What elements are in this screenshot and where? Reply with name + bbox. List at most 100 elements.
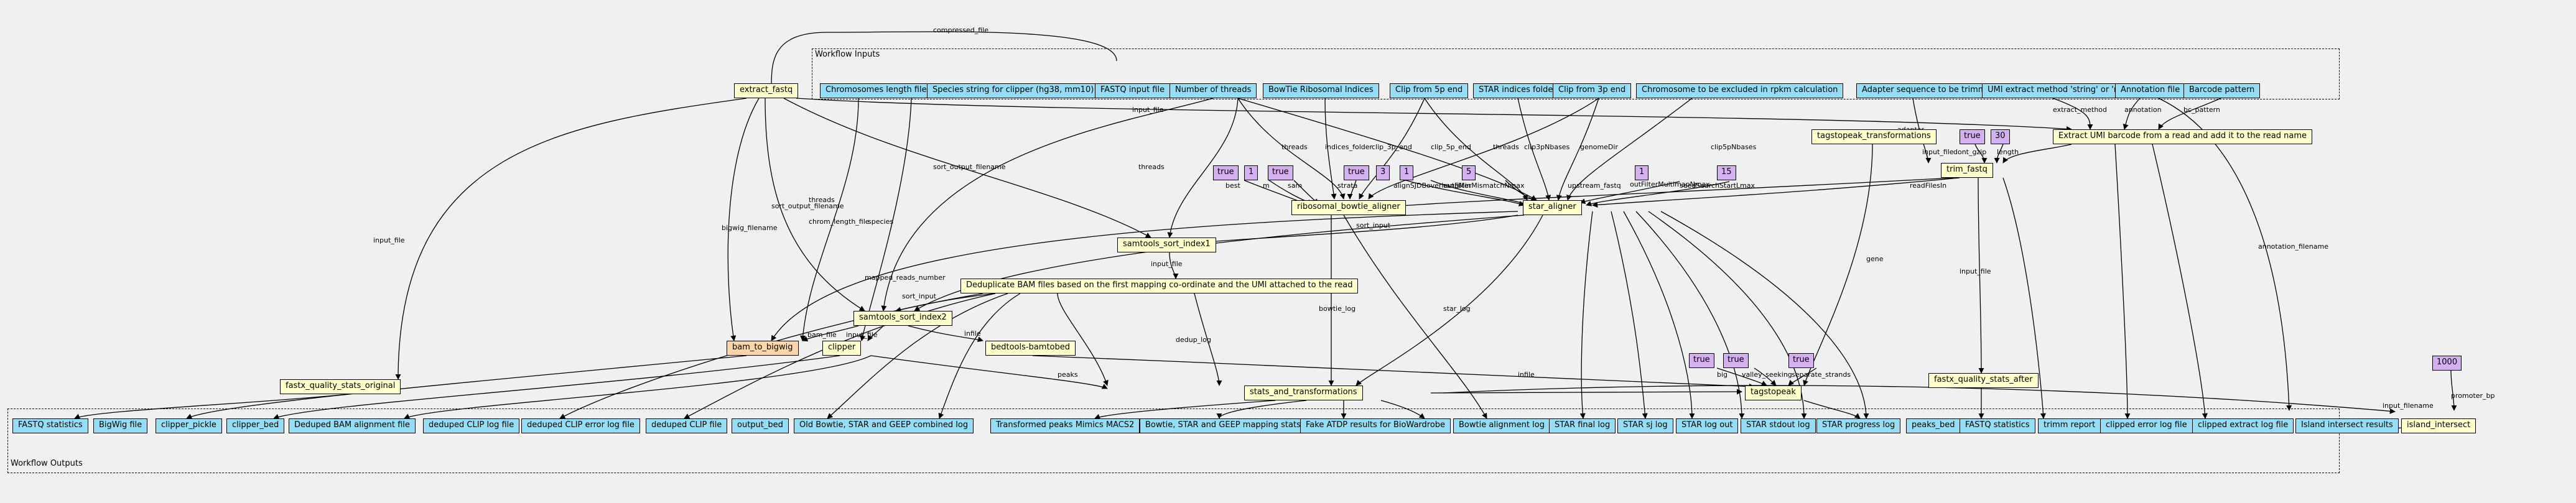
output-clipper-bed[interactable]: clipper_bed bbox=[226, 418, 285, 433]
output-fastq-statistics-after[interactable]: FASTQ statistics bbox=[1960, 418, 2035, 433]
svg-text:threads: threads bbox=[1281, 143, 1308, 151]
output-transformed-peaks[interactable]: Transformed peaks Mimics MACS2 bbox=[990, 418, 1140, 433]
svg-text:bc_pattern: bc_pattern bbox=[2183, 106, 2220, 114]
step-tagstopeak-transformations[interactable]: tagstopeak_transformations bbox=[1811, 129, 1937, 144]
svg-text:clip5pNbases: clip5pNbases bbox=[1711, 143, 1757, 151]
svg-text:indices_folder: indices_folder bbox=[1325, 143, 1373, 151]
output-clipped-error-log[interactable]: clipped error log file bbox=[2100, 418, 2193, 433]
svg-text:promoter_bp: promoter_bp bbox=[2451, 392, 2495, 400]
step-dedup[interactable]: Deduplicate BAM files based on the first… bbox=[960, 279, 1359, 293]
value-star-1b: 1 bbox=[1635, 165, 1649, 180]
value-star-5: 5 bbox=[1462, 165, 1476, 180]
value-umi-true: true bbox=[1960, 129, 1985, 144]
input-chromosomes-length[interactable]: Chromosomes length file bbox=[820, 83, 932, 98]
input-species[interactable]: Species string for clipper (hg38, mm10) bbox=[927, 83, 1100, 98]
step-clipper[interactable]: clipper bbox=[822, 341, 862, 356]
svg-text:clip3pNbases: clip3pNbases bbox=[1524, 143, 1570, 151]
svg-text:genomeDir: genomeDir bbox=[1580, 143, 1618, 151]
svg-text:sort_input: sort_input bbox=[902, 292, 937, 300]
output-clipper-pickle[interactable]: clipper_pickle bbox=[156, 418, 222, 433]
output-star-stdout-log[interactable]: STAR stdout log bbox=[1741, 418, 1816, 433]
svg-text:alignSJDBoverhangMin: alignSJDBoverhangMin bbox=[1393, 182, 1471, 190]
step-stats-and-transformations[interactable]: stats_and_transformations bbox=[1244, 385, 1363, 400]
svg-text:threads: threads bbox=[1493, 143, 1519, 151]
output-clipped-extract-log[interactable]: clipped extract log file bbox=[2192, 418, 2294, 433]
svg-text:annotation: annotation bbox=[2124, 106, 2162, 114]
input-threads[interactable]: Number of threads bbox=[1169, 83, 1257, 98]
input-star-indices[interactable]: STAR indices folder bbox=[1473, 83, 1562, 98]
step-fastx-quality-stats-original[interactable]: fastx_quality_stats_original bbox=[280, 379, 401, 394]
svg-text:input_filename: input_filename bbox=[2383, 402, 2434, 410]
output-deduped-clip-file[interactable]: deduped CLIP file bbox=[646, 418, 728, 433]
value-star-15: 15 bbox=[1717, 165, 1736, 180]
svg-text:threads: threads bbox=[1138, 163, 1165, 171]
svg-text:input_file: input_file bbox=[1960, 267, 1991, 275]
output-deduped-clip-log[interactable]: deduped CLIP log file bbox=[423, 418, 520, 433]
output-island-intersect-results[interactable]: Island intersect results bbox=[2295, 418, 2399, 433]
output-bigwig[interactable]: BigWig file bbox=[93, 418, 148, 433]
step-island-intersect[interactable]: island_intersect bbox=[2401, 418, 2476, 433]
step-bedtools-bamtobed[interactable]: bedtools-bamtobed bbox=[985, 341, 1076, 356]
edge-extract-umi bbox=[796, 98, 2072, 132]
output-star-final-log[interactable]: STAR final log bbox=[1549, 418, 1616, 433]
svg-text:mapped_reads_number: mapped_reads_number bbox=[865, 274, 946, 282]
input-barcode[interactable]: Barcode pattern bbox=[2183, 83, 2261, 98]
svg-text:peaks: peaks bbox=[1058, 371, 1078, 379]
step-star-aligner[interactable]: star_aligner bbox=[1523, 200, 1582, 215]
svg-text:input_file: input_file bbox=[846, 331, 878, 339]
step-ribosomal-bowtie-aligner[interactable]: ribosomal_bowtie_aligner bbox=[1291, 200, 1406, 215]
value-star-true: true bbox=[1344, 165, 1369, 180]
input-clip-3p[interactable]: Clip from 3p end bbox=[1553, 83, 1632, 98]
output-fastq-statistics-original[interactable]: FASTQ statistics bbox=[12, 418, 88, 433]
output-deduped-bam[interactable]: Deduped BAM alignment file bbox=[289, 418, 416, 433]
svg-text:dont_gzip: dont_gzip bbox=[1953, 148, 1986, 156]
svg-text:star_log: star_log bbox=[1443, 305, 1471, 313]
step-tagstopeak[interactable]: tagstopeak bbox=[1745, 385, 1802, 400]
input-exclude-chr[interactable]: Chromosome to be excluded in rpkm calcul… bbox=[1636, 83, 1844, 98]
svg-text:threads: threads bbox=[809, 196, 835, 204]
input-adapter[interactable]: Adapter sequence to be trimmed bbox=[1856, 83, 2002, 98]
svg-text:clip_5p_end: clip_5p_end bbox=[1431, 143, 1471, 151]
input-annotation[interactable]: Annotation file bbox=[2115, 83, 2186, 98]
svg-text:bam_file: bam_file bbox=[807, 331, 837, 339]
svg-text:input_file: input_file bbox=[1132, 106, 1164, 114]
input-bowtie-indices[interactable]: BowTie Ribosomal Indices bbox=[1263, 83, 1379, 98]
output-star-sj-log[interactable]: STAR sj log bbox=[1617, 418, 1673, 433]
svg-text:input_file: input_file bbox=[1151, 260, 1183, 268]
svg-text:seedSearchStartLmax: seedSearchStartLmax bbox=[1680, 182, 1755, 190]
step-umi-extract[interactable]: Extract UMI barcode from a read and add … bbox=[2053, 129, 2313, 144]
workflow-inputs-label: Workflow Inputs bbox=[815, 50, 880, 59]
output-star-progress-log[interactable]: STAR progress log bbox=[1816, 418, 1901, 433]
svg-text:extract_method: extract_method bbox=[2053, 106, 2107, 114]
input-clip-5p[interactable]: Clip from 5p end bbox=[1390, 83, 1469, 98]
step-trim-fastq[interactable]: trim_fastq bbox=[1941, 163, 1993, 178]
svg-text:bigwig_filename: bigwig_filename bbox=[722, 224, 778, 232]
output-mapping-stats[interactable]: Bowtie, STAR and GEEP mapping stats bbox=[1140, 418, 1306, 433]
step-samtools-sort-index2[interactable]: samtools_sort_index2 bbox=[853, 311, 952, 326]
output-star-log-out[interactable]: STAR log out bbox=[1676, 418, 1739, 433]
output-bowtie-log[interactable]: Bowtie alignment log bbox=[1453, 418, 1550, 433]
svg-text:sort_output_filename: sort_output_filename bbox=[933, 163, 1006, 171]
step-fastx-quality-stats-after[interactable]: fastx_quality_stats_after bbox=[1928, 373, 2039, 388]
output-trimm-report[interactable]: trimm report bbox=[2038, 418, 2101, 433]
edge-compressed-file bbox=[768, 31, 1117, 89]
value-bowtie-1: 1 bbox=[1244, 165, 1258, 180]
output-fake-atdp[interactable]: Fake ATDP results for BioWardrobe bbox=[1300, 418, 1451, 433]
output-old-combined-log[interactable]: Old Bowtie, STAR and GEEP combined log bbox=[794, 418, 974, 433]
input-fastq[interactable]: FASTQ input file bbox=[1095, 83, 1171, 98]
step-bam-to-bigwig[interactable]: bam_to_bigwig bbox=[727, 341, 799, 356]
svg-text:annotation_filename: annotation_filename bbox=[2258, 242, 2328, 251]
output-peaks-bed[interactable]: peaks_bed bbox=[1906, 418, 1961, 433]
workflow-inputs-cluster bbox=[812, 48, 2340, 99]
value-tag-true3: true bbox=[1788, 353, 1814, 368]
output-bed[interactable]: output_bed bbox=[732, 418, 789, 433]
value-island-1000: 1000 bbox=[2432, 356, 2462, 371]
step-samtools-sort-index1[interactable]: samtools_sort_index1 bbox=[1117, 238, 1216, 252]
output-deduped-clip-error-log[interactable]: deduped CLIP error log file bbox=[521, 418, 640, 433]
svg-text:outFilterMultimapNmax: outFilterMultimapNmax bbox=[1630, 180, 1710, 188]
edge-labels: compressed_file input_file extract_metho… bbox=[373, 26, 2495, 410]
svg-text:sam: sam bbox=[1288, 182, 1302, 190]
value-bowtie-true1: true bbox=[1213, 165, 1239, 180]
step-extract-fastq[interactable]: extract_fastq bbox=[734, 83, 799, 98]
